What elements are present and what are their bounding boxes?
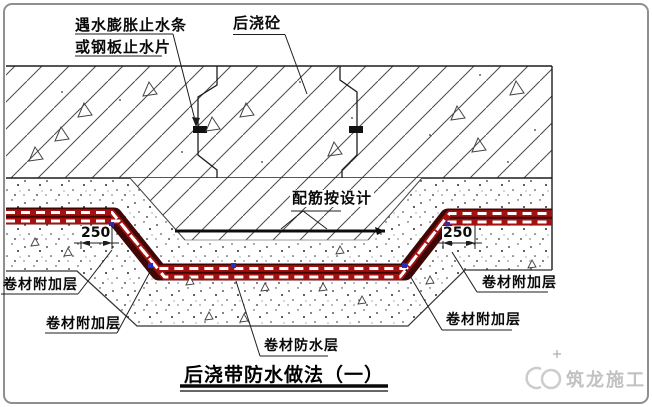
label-extra-layer-bottom-left: 卷材附加层 (46, 316, 121, 332)
concrete-slab (6, 65, 553, 270)
watermark-text: 筑龙施工 (566, 370, 646, 391)
cushion-concrete-stipple (6, 178, 552, 327)
drawing-title: 后浇带防水做法（一） (183, 364, 384, 386)
extra-layer-a-leader (77, 249, 113, 295)
label-post-cast-concrete: 后浇砼 (233, 14, 282, 32)
slab-speckles (61, 74, 536, 163)
rebar-arrowhead (375, 227, 385, 235)
dimension-left-value: 250 (80, 225, 112, 242)
extra-layer-c-leader (451, 251, 478, 293)
title-underline (180, 384, 388, 392)
membrane-outline (6, 207, 552, 281)
leader-lines (1, 33, 548, 357)
rebar-line (175, 227, 385, 235)
waterproof-membrane (6, 207, 552, 281)
label-waterproof-layer: 卷材防水层 (264, 338, 339, 354)
right-joint-line (339, 66, 358, 178)
waterstop-leader-arrowhead (192, 117, 200, 127)
left-waterstop (193, 126, 207, 133)
watermark-plus-icon (553, 350, 561, 358)
watermark-logo-icon (525, 366, 562, 390)
extra-layer-b-leader (116, 267, 153, 334)
waterproof-layer-leader (235, 280, 261, 357)
label-extra-layer-top-right: 卷材附加层 (482, 275, 557, 291)
aggregate-triangles-slab (28, 79, 525, 162)
right-waterstop (349, 126, 363, 133)
label-extra-layer-bottom-right: 卷材附加层 (446, 312, 521, 328)
aggregate-triangles-cushion (30, 228, 537, 323)
label-waterstop-line1: 遇水膨胀止水条 (75, 16, 188, 34)
extra-layer-d-leader (405, 268, 443, 331)
membrane-ply-2-dashes (6, 219, 552, 279)
dimension-right-value: 250 (442, 225, 474, 242)
membrane-snap-markers (109, 222, 450, 268)
label-rebar-note: 配筋按设计 (290, 189, 375, 207)
rebar-leader (280, 210, 328, 230)
label-waterstop-line2: 或钢板止水片 (75, 38, 172, 56)
waterstop-leader (172, 33, 197, 125)
label-extra-layer-top-left: 卷材附加层 (3, 277, 78, 293)
post-cast-leader (284, 34, 308, 95)
cushion-bottom-edge (6, 269, 552, 327)
membrane-ply-1-dashes (6, 211, 552, 270)
